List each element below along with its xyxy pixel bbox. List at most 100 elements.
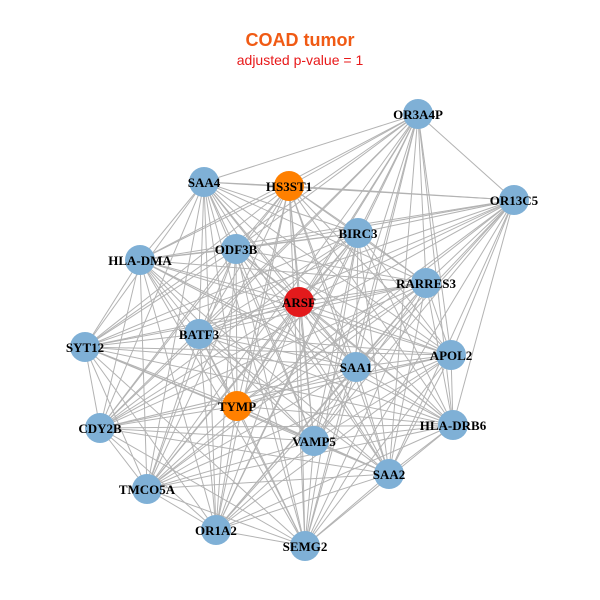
edge-saa2-semg2 [304, 473, 390, 547]
edge-hs3st1-hla-dma [139, 185, 290, 261]
edge-hla-dma-rarres3 [139, 259, 427, 284]
node-circle-saa2 [374, 459, 404, 489]
edge-saa1-hla-drb6 [355, 366, 454, 426]
edge-odf3b-hla-dma [139, 248, 237, 261]
node-circle-tymp [222, 391, 252, 421]
edge-or3a4p-tymp [236, 113, 419, 407]
edge-apol2-or1a2 [215, 354, 452, 531]
node-label-apol2: APOL2 [430, 348, 473, 363]
edge-saa4-saa1 [203, 181, 357, 368]
edge-or3a4p-semg2 [304, 113, 419, 547]
node-circle-or3a4p [403, 99, 433, 129]
edge-syt12-tymp [84, 346, 238, 407]
edge-cdy2b-saa2 [99, 427, 390, 475]
edge-apol2-vamp5 [313, 354, 452, 442]
node-semg2: SEMG2 [283, 531, 328, 561]
node-circle-arsf [284, 287, 314, 317]
edge-or13c5-birc3 [357, 199, 515, 234]
edge-hs3st1-semg2 [288, 185, 306, 547]
edge-saa4-batf3 [198, 181, 205, 335]
edge-or3a4p-apol2 [417, 113, 452, 356]
edge-saa1-tymp [236, 366, 357, 407]
edge-saa4-tymp [203, 181, 238, 407]
node-circle-or13c5 [499, 185, 529, 215]
edge-birc3-cdy2b [99, 232, 359, 429]
edge-saa2-tmco5a [146, 473, 390, 490]
edge-rarres3-saa2 [388, 282, 427, 475]
edge-or13c5-tymp [236, 199, 515, 407]
edge-odf3b-batf3 [198, 248, 237, 335]
edge-arsf-hla-drb6 [298, 301, 454, 426]
node-circle-batf3 [184, 319, 214, 349]
edge-hla-dma-tmco5a [139, 259, 148, 490]
node-arsf: ARSF [282, 287, 316, 317]
node-label-saa1: SAA1 [340, 360, 373, 375]
edge-or13c5-apol2 [450, 199, 515, 356]
node-label-rarres3: RARRES3 [396, 276, 456, 291]
node-hs3st1: HS3ST1 [266, 171, 312, 201]
edge-batf3-vamp5 [198, 333, 315, 442]
node-label-syt12: SYT12 [66, 340, 104, 355]
node-label-semg2: SEMG2 [283, 539, 328, 554]
edge-birc3-syt12 [84, 232, 359, 348]
node-tmco5a: TMCO5A [119, 474, 176, 504]
node-saa4: SAA4 [188, 167, 221, 197]
node-cdy2b: CDY2B [78, 413, 122, 443]
node-rarres3: RARRES3 [396, 268, 456, 298]
edge-hla-dma-arsf [139, 259, 300, 303]
node-label-tmco5a: TMCO5A [119, 482, 176, 497]
node-circle-or1a2 [201, 515, 231, 545]
edge-arsf-apol2 [298, 301, 452, 356]
node-or13c5: OR13C5 [490, 185, 539, 215]
node-circle-apol2 [436, 340, 466, 370]
edge-batf3-cdy2b [99, 333, 200, 429]
edge-layer [84, 113, 515, 547]
edge-cdy2b-vamp5 [99, 427, 315, 442]
node-circle-hs3st1 [274, 171, 304, 201]
edge-saa4-cdy2b [99, 181, 205, 429]
edge-or3a4p-hs3st1 [288, 113, 419, 187]
edge-hs3st1-hla-drb6 [288, 185, 454, 426]
edge-tymp-hla-drb6 [236, 405, 454, 426]
figure-title: COAD tumor [245, 30, 355, 50]
node-label-cdy2b: CDY2B [78, 421, 122, 436]
edge-syt12-or1a2 [84, 346, 217, 531]
edge-odf3b-cdy2b [99, 248, 237, 429]
node-batf3: BATF3 [179, 319, 220, 349]
edge-apol2-semg2 [304, 354, 452, 547]
edge-arsf-tymp [236, 301, 300, 407]
edge-odf3b-tymp [235, 248, 238, 407]
edge-batf3-syt12 [84, 333, 200, 348]
edge-cdy2b-hla-drb6 [99, 424, 454, 429]
edge-hla-dma-or1a2 [139, 259, 217, 531]
edge-or3a4p-saa2 [388, 113, 419, 475]
edge-vamp5-semg2 [304, 440, 315, 547]
edge-or3a4p-saa4 [203, 113, 419, 183]
edge-batf3-tmco5a [146, 333, 200, 490]
edge-batf3-or1a2 [198, 333, 217, 531]
node-circle-cdy2b [85, 413, 115, 443]
edge-hs3st1-apol2 [288, 185, 452, 356]
node-circle-hla-drb6 [438, 410, 468, 440]
edge-odf3b-saa2 [235, 248, 390, 475]
edge-arsf-or1a2 [215, 301, 300, 531]
node-label-birc3: BIRC3 [338, 226, 378, 241]
edge-or3a4p-saa1 [355, 113, 419, 368]
node-tymp: TYMP [218, 391, 256, 421]
edge-arsf-vamp5 [298, 301, 315, 442]
edge-saa4-hla-dma [139, 181, 205, 261]
edge-odf3b-rarres3 [235, 248, 427, 284]
edge-or13c5-hla-drb6 [452, 199, 515, 426]
figure-subtitle: adjusted p-value = 1 [236, 52, 364, 68]
node-circle-semg2 [290, 531, 320, 561]
edge-or13c5-arsf [298, 199, 515, 303]
edge-hs3st1-syt12 [84, 185, 290, 348]
node-apol2: APOL2 [430, 340, 473, 370]
edge-tmco5a-semg2 [146, 488, 306, 547]
edge-or3a4p-tmco5a [146, 113, 419, 490]
edge-rarres3-tmco5a [146, 282, 427, 490]
edge-saa1-or1a2 [215, 366, 357, 531]
edge-apol2-saa1 [355, 354, 452, 368]
edge-birc3-or1a2 [215, 232, 359, 531]
